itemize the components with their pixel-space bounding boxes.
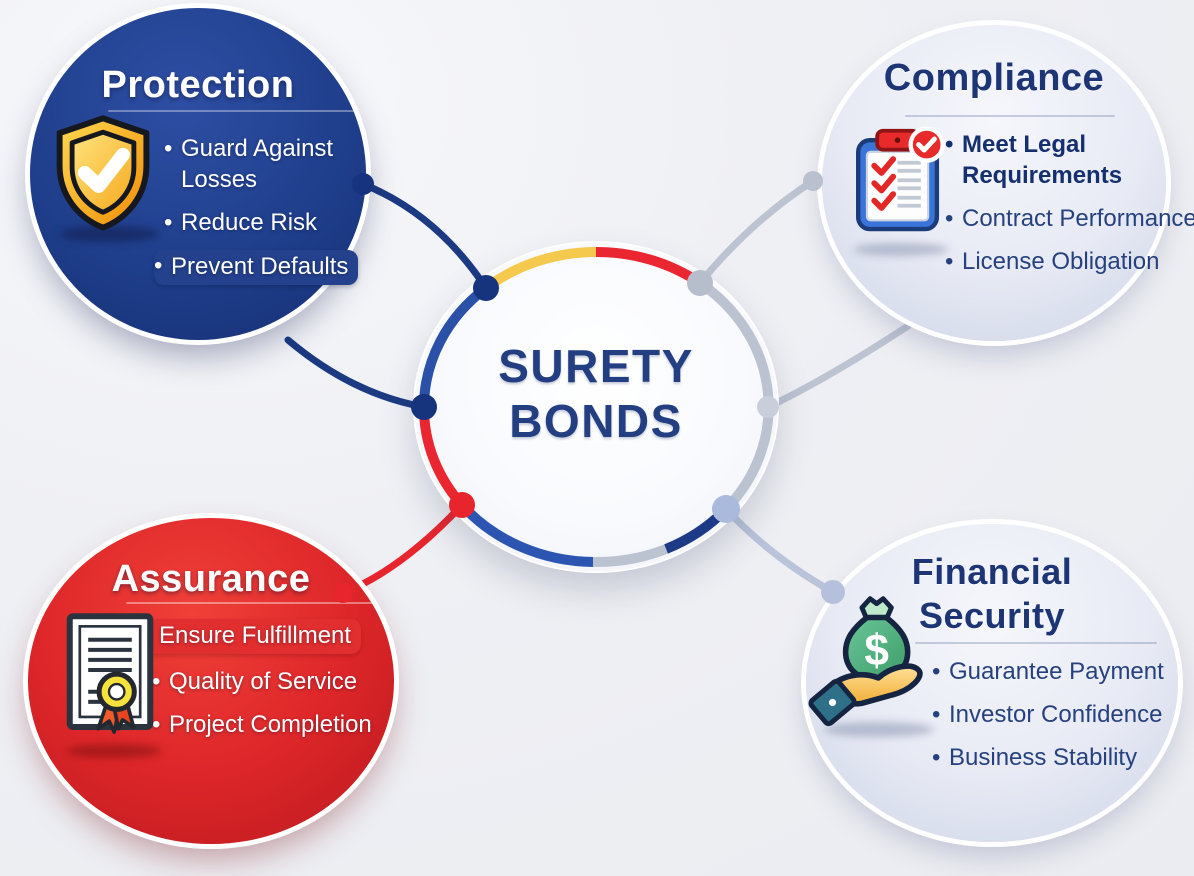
assurance-bullet-list: Ensure Fulfillment Quality of Service Pr… (142, 619, 402, 752)
bullet-item: Investor Confidence (932, 699, 1184, 730)
center-title-line2: BONDS (509, 395, 683, 447)
bullet-item: Ensure Fulfillment (142, 619, 362, 654)
title-divider (108, 110, 358, 112)
clipboard-checklist-icon (848, 121, 950, 241)
compliance-title: Compliance (883, 57, 1105, 99)
assurance-title: Assurance (111, 558, 311, 600)
connector-protection-top (359, 180, 490, 292)
center-title: SURETY BONDS (415, 339, 777, 449)
bullet-item: Prevent Defaults (154, 250, 359, 285)
icon-shadow (824, 722, 934, 737)
bullet-item: Contract Performance (945, 203, 1194, 234)
bullet-item: Reduce Risk (164, 207, 376, 238)
icon-shadow (854, 243, 948, 256)
financial-security-title: Financial Security (911, 551, 1073, 636)
bullet-item: Guard Against Losses (164, 133, 376, 195)
bullet-item: Quality of Service (152, 666, 402, 697)
node-financial-security-circle: Financial Security $ (806, 524, 1178, 842)
connector-compliance-bottom (764, 322, 912, 411)
certificate-ribbon-icon (58, 604, 162, 746)
bullet-item: Guarantee Payment (932, 656, 1184, 687)
node-protection-circle: Protection Guard Against Losses Re (30, 8, 366, 340)
title-divider (905, 115, 1115, 117)
icon-shadow (60, 226, 160, 242)
compliance-bullet-list: Meet Legal Requirements Contract Perform… (945, 129, 1194, 289)
connector-compliance-top (696, 177, 817, 287)
icon-shadow (66, 744, 162, 758)
shield-check-icon (46, 114, 160, 232)
title-divider (915, 642, 1157, 644)
bullet-item: Project Completion (152, 709, 402, 740)
node-assurance-circle: Assurance Ensure Fulfillment Quality of … (28, 518, 394, 844)
svg-text:$: $ (864, 626, 889, 675)
financial-security-bullet-list: Guarantee Payment Investor Confidence Bu… (932, 656, 1184, 785)
connector-protection-bottom (284, 336, 428, 411)
protection-title: Protection (101, 64, 295, 106)
money-bag-hand-icon: $ (808, 586, 942, 734)
center-title-line1: SURETY (498, 340, 694, 392)
center-circle: SURETY BONDS (415, 243, 777, 571)
node-compliance-circle: Compliance Meet Lega (822, 25, 1194, 341)
bullet-item: License Obligation (945, 246, 1167, 277)
bullet-item: Meet Legal Requirements (945, 129, 1167, 191)
bullet-item: Business Stability (932, 742, 1184, 773)
protection-bullet-list: Guard Against Losses Reduce Risk Prevent… (154, 133, 376, 297)
title-divider (126, 602, 374, 604)
